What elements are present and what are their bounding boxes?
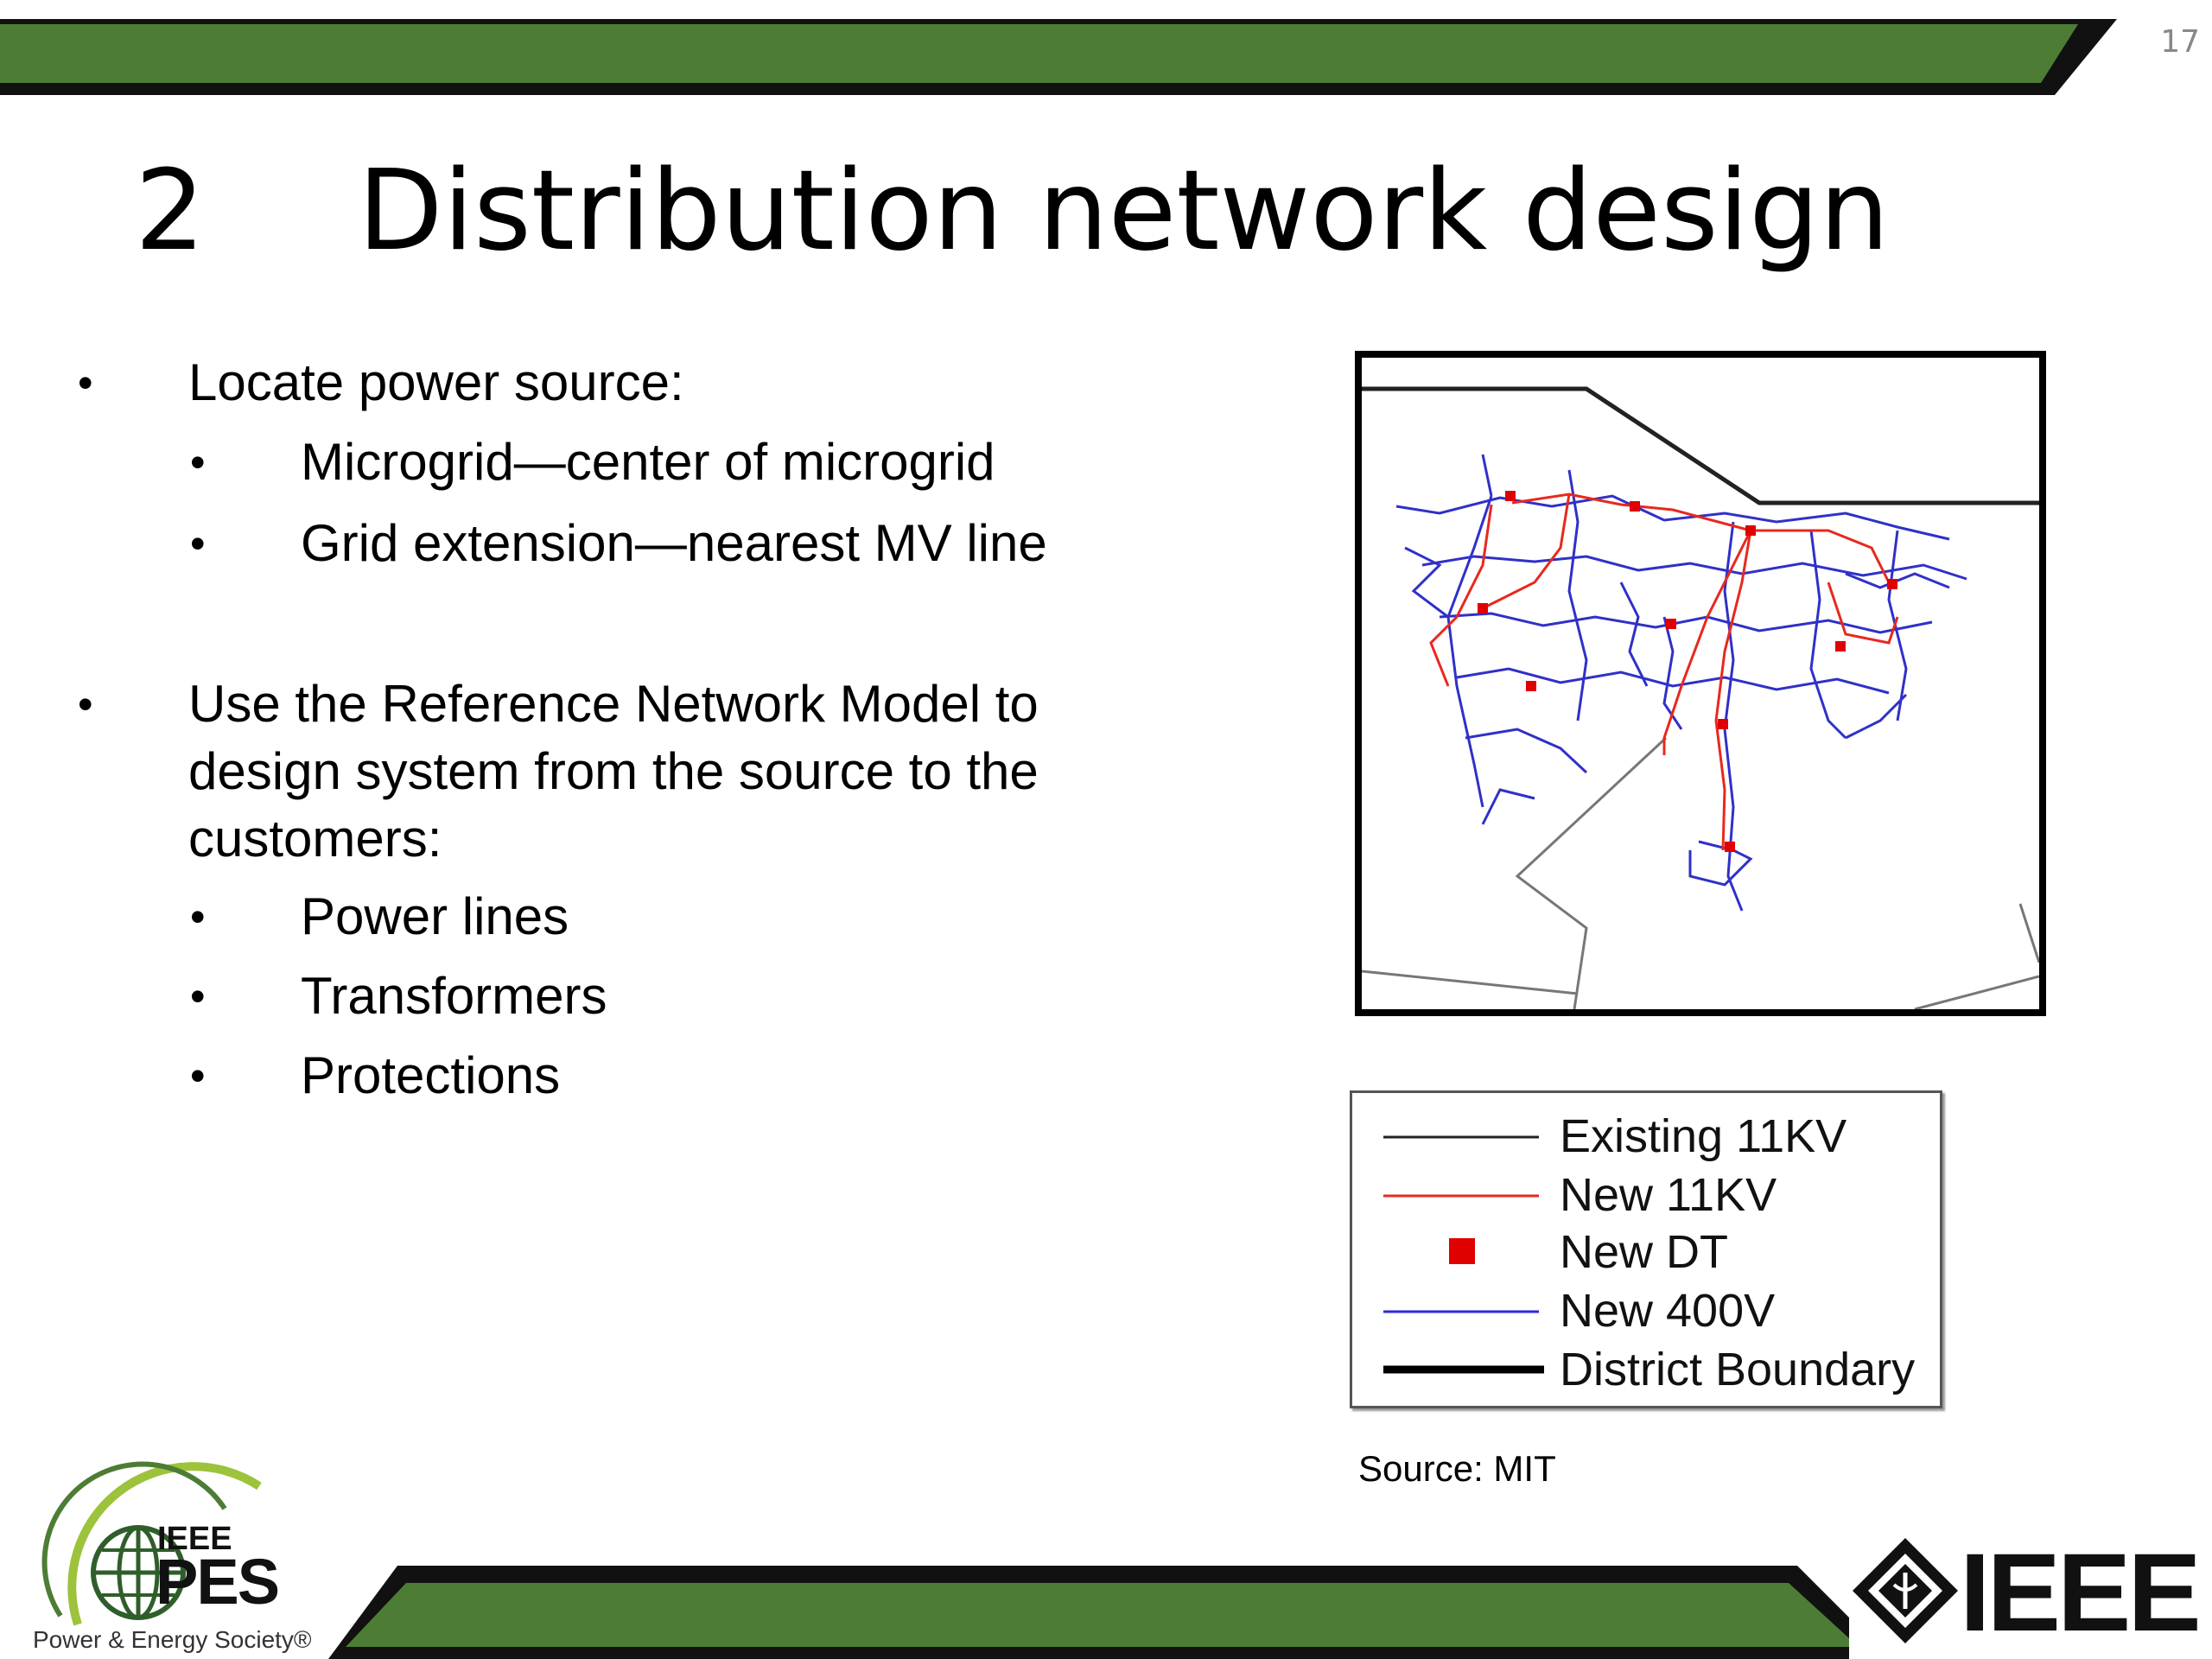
ieee-pes-logo: IEEE PES Power & Energy Society® bbox=[26, 1460, 320, 1659]
bullet-item: Power lines bbox=[301, 887, 569, 945]
district-boundary-swatch bbox=[1383, 1365, 1544, 1374]
legend-label: Existing 11KV bbox=[1560, 1110, 1847, 1162]
section-number: 2 bbox=[135, 147, 206, 276]
legend-item: New 11KV bbox=[1352, 1166, 1940, 1224]
bullet-marker: • bbox=[190, 438, 206, 486]
top-header-bar bbox=[0, 19, 2117, 95]
bullet-item-line: Use the Reference Network Model to bbox=[188, 675, 1039, 733]
pes-tagline: Power & Energy Society® bbox=[33, 1626, 312, 1653]
legend-item: District Boundary bbox=[1352, 1340, 1940, 1399]
ieee-logo-text: IEEE bbox=[1960, 1531, 2202, 1655]
slide-title: Distribution network design bbox=[358, 147, 1890, 276]
bottom-footer-bar bbox=[328, 1566, 1849, 1659]
bullet-item: Microgrid—center of microgrid bbox=[301, 433, 995, 491]
pes-globe-icon bbox=[41, 1461, 262, 1626]
bullet-marker: • bbox=[78, 359, 93, 407]
bullet-marker: • bbox=[78, 680, 93, 728]
existing-11kv-swatch bbox=[1383, 1135, 1539, 1139]
new-dt-swatch bbox=[1449, 1238, 1475, 1264]
legend-item: Existing 11KV bbox=[1352, 1107, 1940, 1166]
new-11kv-swatch bbox=[1383, 1194, 1539, 1198]
legend-label: District Boundary bbox=[1560, 1344, 1916, 1395]
bullet-item: Grid extension—nearest MV line bbox=[301, 514, 1047, 572]
legend-item: New DT bbox=[1352, 1223, 1940, 1281]
new-400v-swatch bbox=[1383, 1310, 1539, 1313]
ieee-logo: IEEE bbox=[1849, 1531, 2203, 1655]
pes-logo-text: PES bbox=[156, 1546, 280, 1618]
bullet-item: Transformers bbox=[301, 967, 607, 1025]
bullet-item: Protections bbox=[301, 1046, 561, 1104]
network-map-drawing bbox=[1361, 386, 2041, 1011]
legend-label: New DT bbox=[1560, 1226, 1729, 1278]
bullet-marker: • bbox=[190, 972, 206, 1020]
source-caption: Source: MIT bbox=[1358, 1448, 1556, 1489]
bullet-item-line: customers: bbox=[188, 810, 442, 868]
bullet-marker: • bbox=[190, 1052, 206, 1100]
bullet-marker: • bbox=[190, 893, 206, 941]
bullet-item: Locate power source: bbox=[188, 353, 684, 411]
legend-item: New 400V bbox=[1352, 1281, 1940, 1340]
network-map bbox=[1355, 351, 2046, 1016]
bullet-marker: • bbox=[190, 519, 206, 568]
slide-number: 17 bbox=[2160, 24, 2200, 60]
legend-label: New 400V bbox=[1560, 1285, 1776, 1337]
ieee-diamond-icon bbox=[1853, 1538, 1958, 1643]
map-legend: Existing 11KV New 11KV New DT New 400V D… bbox=[1350, 1090, 1942, 1408]
pes-logo-ieee-text: IEEE bbox=[157, 1521, 232, 1557]
legend-label: New 11KV bbox=[1560, 1169, 1777, 1221]
bullet-item-line: design system from the source to the bbox=[188, 742, 1039, 800]
